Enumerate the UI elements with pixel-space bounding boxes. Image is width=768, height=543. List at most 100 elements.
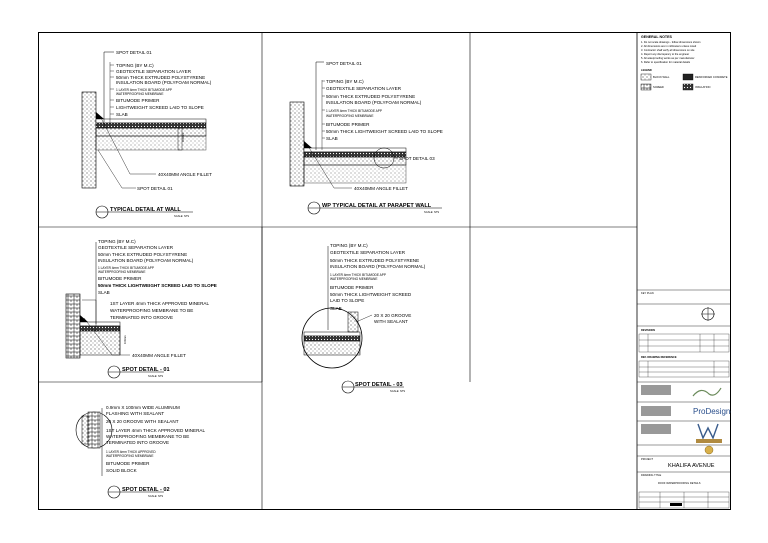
- logo-bar: [696, 439, 722, 443]
- layer-label: GEOTEXTILE SEPARATION LAYER: [326, 86, 402, 91]
- layer-label: SLAB: [330, 306, 342, 311]
- legend-label: INSULATION: [695, 85, 710, 89]
- spot-callout-top: SPOT DETAIL 01: [326, 61, 362, 66]
- layer-label: GEOTEXTILE SEPARATION LAYER: [330, 250, 406, 255]
- layer-label: BITUMODE PRIMER: [330, 285, 374, 290]
- architect-info: [641, 406, 671, 416]
- layer-label: 50mm THICK LIGHTWEIGHT SCREED LAID TO SL…: [326, 129, 443, 134]
- legend-swatch: [682, 73, 694, 81]
- spot-callout-side: SPOT DETAIL 03: [399, 156, 435, 161]
- topping-layer: [95, 118, 207, 124]
- legend-label: SCREED: [653, 85, 664, 89]
- drawing-title: ROOF WATERPROOFING DETAILS: [658, 481, 701, 485]
- drawing-title-label: DRAWING TITLE: [641, 473, 661, 477]
- groove-label: WITH SEALANT: [374, 319, 408, 324]
- legend-swatch: [640, 73, 652, 81]
- wall-section: [81, 91, 97, 189]
- layer-label: 50mm THICK EXTRUDED POLYSTYRENE: [116, 75, 205, 80]
- note-item: 6. Refer to specification for material d…: [641, 60, 691, 64]
- layer-label: SLAB: [98, 290, 110, 295]
- project-label: PROJECT: [641, 457, 654, 461]
- layer-label: WATERPROOFING MEMBRANE: [116, 92, 163, 96]
- layer-label: BITUMODE PRIMER: [106, 461, 150, 466]
- project-name: KHALIFA AVENUE: [668, 463, 715, 469]
- scale-note: SCALE: NTS: [148, 494, 163, 498]
- drawing-ref-heading: REF. DRAWING REFERENCE: [641, 355, 677, 359]
- layer-label: INSULATION BOARD (POLYFOAM NORMAL): [116, 80, 212, 85]
- dimension-label: 100mm: [123, 335, 127, 344]
- layer-label: INSULATION BOARD (POLYFOAM NORMAL): [330, 264, 426, 269]
- spot-detail-03: TOPING (BY M.C) GEOTEXTILE SEPARATION LA…: [301, 243, 426, 394]
- mineral-label: WATERPROOFING MEMBRANE TO BE: [110, 308, 193, 313]
- fillet-label: 40X40MM ANGLE FILLET: [132, 353, 186, 358]
- revisions-heading: REVISIONS: [641, 328, 655, 332]
- seal-icon: [704, 445, 714, 455]
- title-block: GENERAL NOTES 1. Do not scale drawings -…: [637, 35, 731, 509]
- layer-label: SLAB: [326, 136, 338, 141]
- note-item: 4. Report any discrepancy to the enginee…: [641, 52, 689, 56]
- drawing-number-redaction: [670, 503, 682, 506]
- spot-callout-bottom: SPOT DETAIL 01: [137, 186, 173, 191]
- legend-heading: LEGEND: [641, 68, 652, 72]
- detail-title: TYPICAL DETAIL AT WALL: [110, 207, 181, 213]
- layer-label: 20 X 20 GROOVE WITH SEALANT: [106, 419, 179, 424]
- layer-label: 1 LAYER 4mm THICK BITUMODE APP: [116, 88, 172, 92]
- layer-label: TOPING (BY M.C): [326, 79, 364, 84]
- scale-note: SCALE: NTS: [148, 374, 163, 378]
- notes-heading: GENERAL NOTES: [641, 35, 672, 39]
- layer-label: WATERPROOFING MEMBRANE TO BE: [106, 434, 189, 439]
- scale-note: SCALE: NTS: [424, 210, 439, 214]
- layer-label: 50mm THICK LIGHTWEIGHT SCREED LAID TO SL…: [98, 283, 217, 288]
- scale-note: SCALE: NTS: [174, 214, 189, 218]
- layer-label: 1ST LAYER 4mm THICK APPROVED MINERAL: [106, 428, 205, 433]
- detail-title: SPOT DETAIL - 02: [122, 487, 170, 493]
- fillet-label: 40X40MM ANGLE FILLET: [354, 186, 408, 191]
- detail-title: SPOT DETAIL - 03: [355, 382, 403, 388]
- layer-label: LAID TO SLOPE: [330, 298, 364, 303]
- note-item: 2. All dimensions are in millimeters unl…: [641, 44, 697, 48]
- detail-parapet-wall: SPOT DETAIL 01 TOPING (BY M.C) GEOTEXTIL…: [289, 61, 443, 215]
- sheet-info-table: [638, 491, 730, 509]
- mineral-label: 1ST LAYER 4mm THICK APPROVED MINERAL: [110, 301, 209, 306]
- layer-label: 1 LAYER 4mm THICK BITUMODE APP: [330, 273, 386, 277]
- layer-label: WATERPROOFING MEMBRANE: [330, 277, 377, 281]
- svg-text:100mm: 100mm: [181, 133, 185, 142]
- screed-layer: [95, 127, 207, 137]
- signature-icon: [692, 387, 722, 397]
- layer-label: TOPING (BY M.C): [116, 63, 154, 68]
- layer-label: INSULATION BOARD (POLYFOAM NORMAL): [98, 258, 194, 263]
- layer-label: GEOTEXTILE SEPARATION LAYER: [116, 69, 192, 74]
- drawing-ref-table: [638, 360, 730, 378]
- legend-swatch: [682, 83, 694, 91]
- mineral-label: TERMINATED INTO GROOVE: [110, 315, 173, 320]
- note-item: 5. All waterproofing works as per manufa…: [641, 56, 695, 60]
- note-item: 1. Do not scale drawings - follow dimens…: [641, 40, 701, 44]
- layer-label: WATERPROOFING MEMBRANE: [106, 454, 153, 458]
- layer-label: BITUMODE PRIMER: [116, 98, 160, 103]
- insulation-layer: [95, 122, 207, 129]
- detail-typical-wall: 100mm SPOT DETAIL 01 TOPING (BY M.C) GEO…: [81, 50, 212, 219]
- engineer-info: [641, 424, 671, 434]
- layer-label: SOLID BLOCK: [106, 468, 138, 473]
- scale-note: SCALE: NTS: [390, 389, 405, 393]
- spot-detail-02: 0.9mm X 100mm WIDE ALUMINUM FLASHING WIT…: [75, 405, 205, 499]
- slab: [95, 135, 207, 151]
- layer-label: FLASHING WITH SEALANT: [106, 411, 164, 416]
- layer-label: 50mm THICK LIGHTWEIGHT SCREED: [330, 292, 412, 297]
- layer-label: GEOTEXTILE SEPARATION LAYER: [98, 245, 174, 250]
- sheet-border: [38, 32, 731, 510]
- layer-label: TOPING (BY M.C): [330, 243, 368, 248]
- groove-label: 20 X 20 GROOVE: [374, 313, 411, 318]
- detail-title: WP TYPICAL DETAIL AT PARAPET WALL: [322, 203, 432, 209]
- layer-label: 1 LAYER 4mm THICK BITUMODE APP: [326, 109, 382, 113]
- revisions-table: [638, 333, 730, 353]
- layer-label: WATERPROOFING MEMBRANE: [326, 114, 373, 118]
- client-info: [641, 385, 671, 395]
- layer-label: BITUMODE PRIMER: [326, 122, 370, 127]
- drawing-sheet: 100mm SPOT DETAIL 01 TOPING (BY M.C) GEO…: [38, 32, 731, 510]
- layer-label: 1 LAYER 4mm THICK BITUMODE APP: [98, 266, 154, 270]
- layer-label: 50mm THICK EXTRUDED POLYSTYRENE: [326, 94, 415, 99]
- layer-label: BITUMODE PRIMER: [98, 276, 142, 281]
- layer-label: 0.9mm X 100mm WIDE ALUMINUM: [106, 405, 180, 410]
- layer-label: TOPING (BY M.C): [98, 239, 136, 244]
